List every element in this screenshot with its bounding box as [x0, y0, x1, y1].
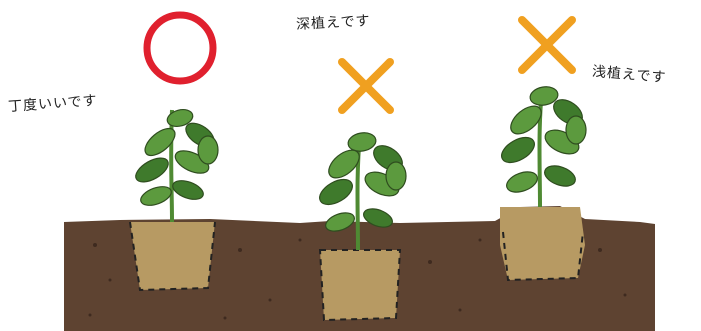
plant-deep: [319, 132, 407, 251]
root-ball-deep-outline: [318, 249, 402, 322]
circle-mark-icon: [143, 11, 217, 85]
root-ball-deep: [320, 250, 400, 320]
soil-specks: [88, 238, 627, 320]
cross-mark-deep-icon: [338, 58, 394, 114]
root-ball-good: [130, 222, 215, 290]
plant-good: [135, 108, 219, 223]
root-ball-good-outline: [129, 221, 216, 292]
label-deep: 深植えです: [295, 13, 372, 33]
root-ball-shallow-outline: [502, 231, 584, 282]
cross-mark-shallow-icon: [518, 16, 576, 74]
root-ball-shallow: [500, 207, 585, 280]
plant-shallow: [501, 86, 587, 208]
